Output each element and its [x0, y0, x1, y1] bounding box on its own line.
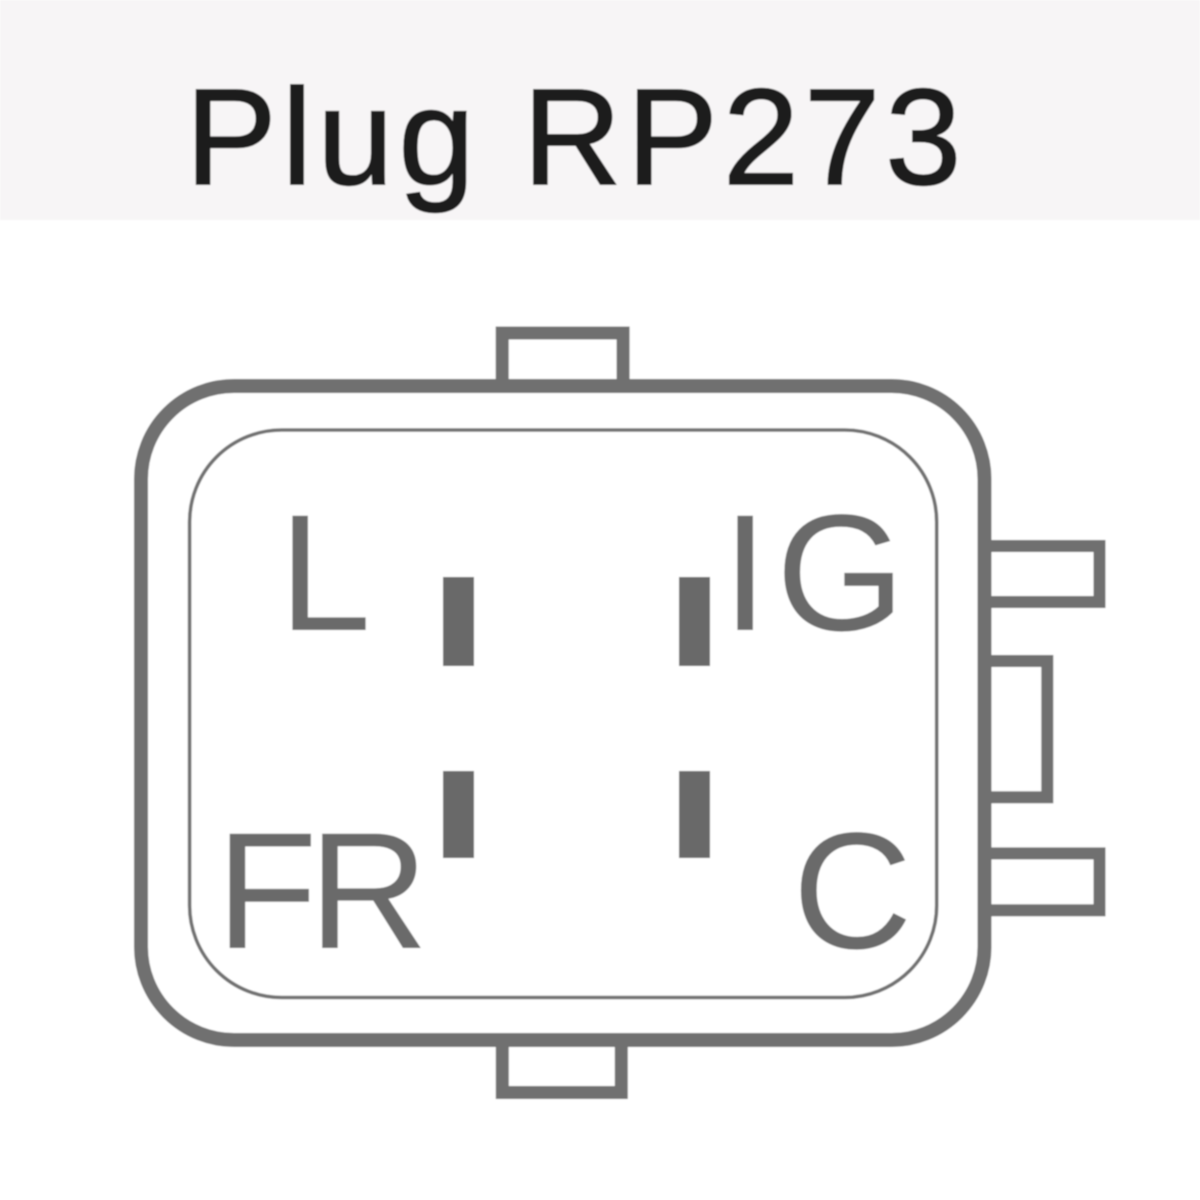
svg-text:L: L	[279, 481, 371, 666]
svg-text:Plug RP273: Plug RP273	[186, 60, 967, 213]
svg-text:C: C	[793, 799, 913, 984]
svg-text:IG: IG	[722, 481, 913, 666]
svg-text:FR: FR	[216, 799, 421, 984]
